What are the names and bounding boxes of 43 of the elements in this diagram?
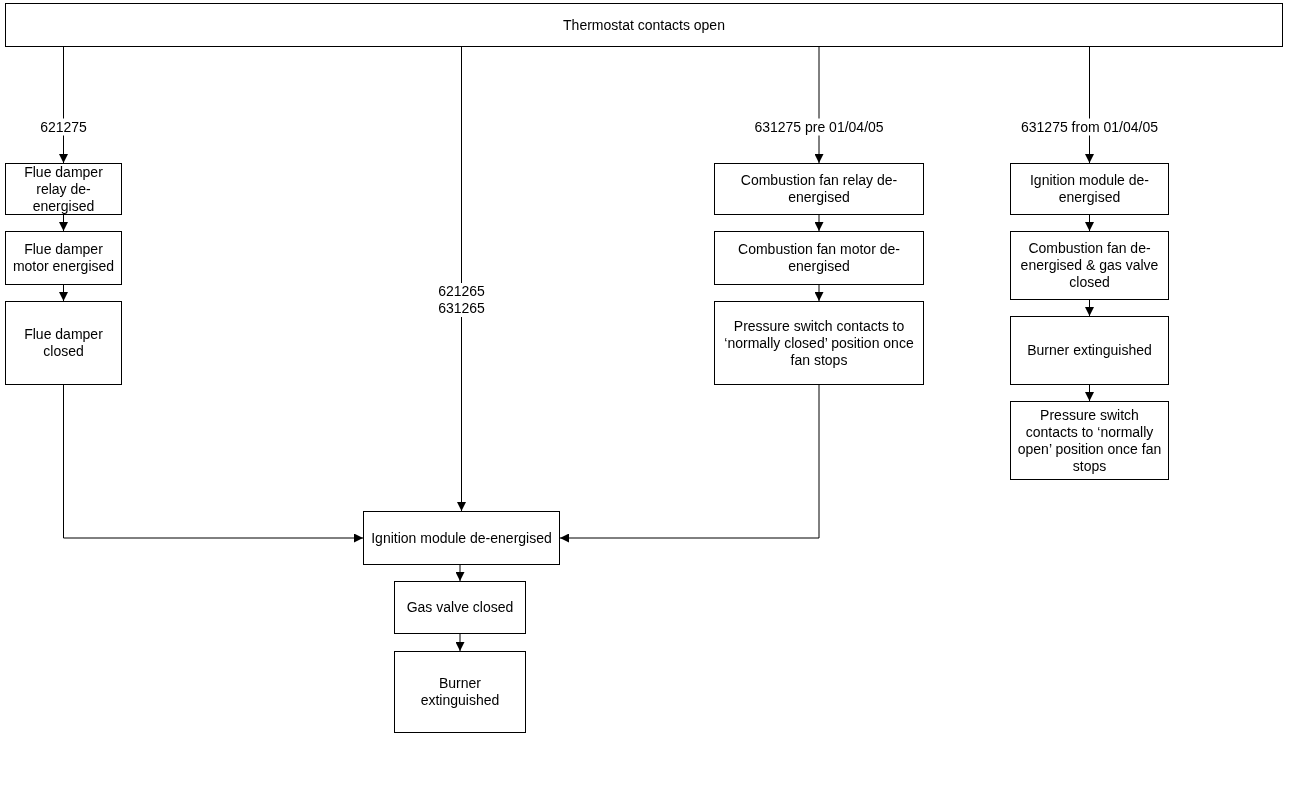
arrow	[1085, 214, 1094, 232]
process-box	[394, 581, 526, 634]
process-box	[5, 231, 122, 285]
box-text: Ignition module de-energised	[371, 529, 552, 547]
edge-label: 631275 from 01/04/05	[1019, 118, 1160, 136]
box-text: Flue damper relay de-energised	[23, 163, 104, 215]
process-box	[363, 511, 560, 565]
box-text: Ignition module de-energised	[1028, 172, 1151, 206]
arrow	[1085, 384, 1094, 402]
process-box	[714, 163, 924, 215]
arrow	[1085, 299, 1094, 317]
arrow	[59, 284, 68, 302]
edge-label: 621275	[38, 118, 89, 136]
box-text: Burner extinguished	[419, 675, 501, 709]
process-box	[394, 651, 526, 733]
process-box	[5, 3, 1283, 47]
box-text: Combustion fan motor de-energised	[737, 241, 901, 275]
box-text: Gas valve closed	[406, 599, 514, 616]
box-text: Flue damper closed	[23, 326, 104, 360]
box-text: Flue damper motor energised	[11, 241, 116, 275]
arrow	[559, 384, 820, 543]
arrow	[457, 46, 466, 512]
process-box	[1010, 163, 1169, 215]
box-text: Pressure switch contacts to ‘normally open’ position once fan stops	[1016, 406, 1163, 475]
arrow	[455, 564, 465, 582]
box-text: Combustion fan de-energised & gas valve closed	[1019, 240, 1160, 291]
box-text: Combustion fan relay de-energised	[739, 172, 899, 206]
process-box	[5, 163, 122, 215]
edge-label: 631275 pre 01/04/05	[752, 118, 886, 136]
arrow	[814, 284, 824, 302]
process-box	[714, 231, 924, 285]
process-box	[1010, 316, 1169, 385]
box-text: Thermostat contacts open	[563, 16, 725, 34]
process-box	[5, 301, 122, 385]
process-box	[714, 301, 924, 385]
arrow	[455, 633, 465, 652]
arrow	[63, 384, 364, 543]
box-text: Pressure switch contacts to ‘normally closed’ position once fan stops	[723, 317, 915, 369]
arrow	[59, 214, 68, 232]
process-box	[1010, 231, 1169, 300]
box-text: Burner extinguished	[1027, 342, 1152, 359]
arrow	[814, 214, 824, 232]
process-box	[1010, 401, 1169, 480]
